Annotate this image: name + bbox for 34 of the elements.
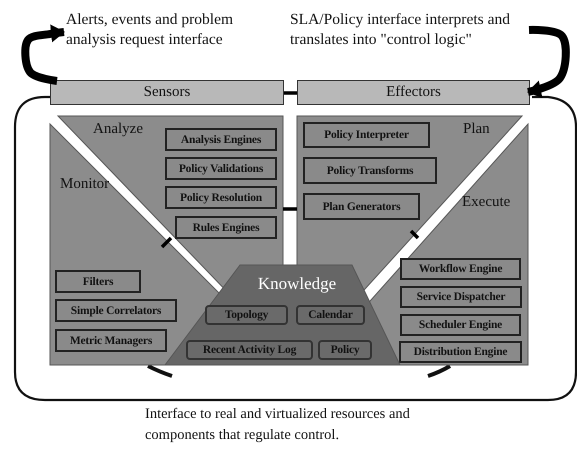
component-box: Filters — [55, 270, 141, 293]
panel-title: Analyze — [93, 121, 143, 138]
caption-text: Interface to real and virtualized resources and components that regulate control. — [145, 405, 411, 446]
connector-line — [160, 236, 172, 248]
knowledge-trapezoid — [165, 265, 400, 365]
component-box: Workflow Engine — [400, 258, 521, 280]
panel-title: Execute — [462, 194, 510, 211]
panel-title: Plan — [463, 121, 490, 138]
component-box: Distribution Engine — [399, 341, 522, 363]
interface-text: SLA/Policy interface interprets and translates into "control logic" — [290, 10, 526, 54]
component-box: Topology — [205, 305, 288, 325]
component-box: Policy Validations — [165, 157, 277, 180]
component-box: Policy Interpreter — [303, 122, 430, 148]
interface-text: Alerts, events and problem analysis request interface — [66, 10, 266, 54]
component-box: Scheduler Engine — [400, 314, 521, 336]
component-box: Policy — [318, 340, 372, 360]
panel-title: Monitor — [60, 176, 110, 193]
component-box: Service Dispatcher — [400, 286, 522, 308]
component-box: Metric Managers — [55, 329, 167, 352]
component-box: Analysis Engines — [165, 128, 277, 151]
connector-line — [410, 230, 420, 240]
curved-arrow — [21, 24, 65, 85]
effectors-bar: Effectors — [297, 80, 530, 105]
component-box: Plan Generators — [303, 193, 420, 220]
component-box: Simple Correlators — [55, 299, 177, 322]
connector-line — [284, 91, 297, 95]
component-box: Rules Engines — [175, 216, 277, 239]
component-box: Policy Resolution — [165, 186, 277, 209]
component-box: Recent Activity Log — [186, 340, 313, 360]
connector-line — [283, 207, 297, 211]
component-box: Policy Transforms — [303, 157, 437, 184]
panel-title: Knowledge — [256, 274, 338, 294]
sensors-bar: Sensors — [50, 80, 284, 105]
component-box: Calendar — [296, 305, 365, 325]
